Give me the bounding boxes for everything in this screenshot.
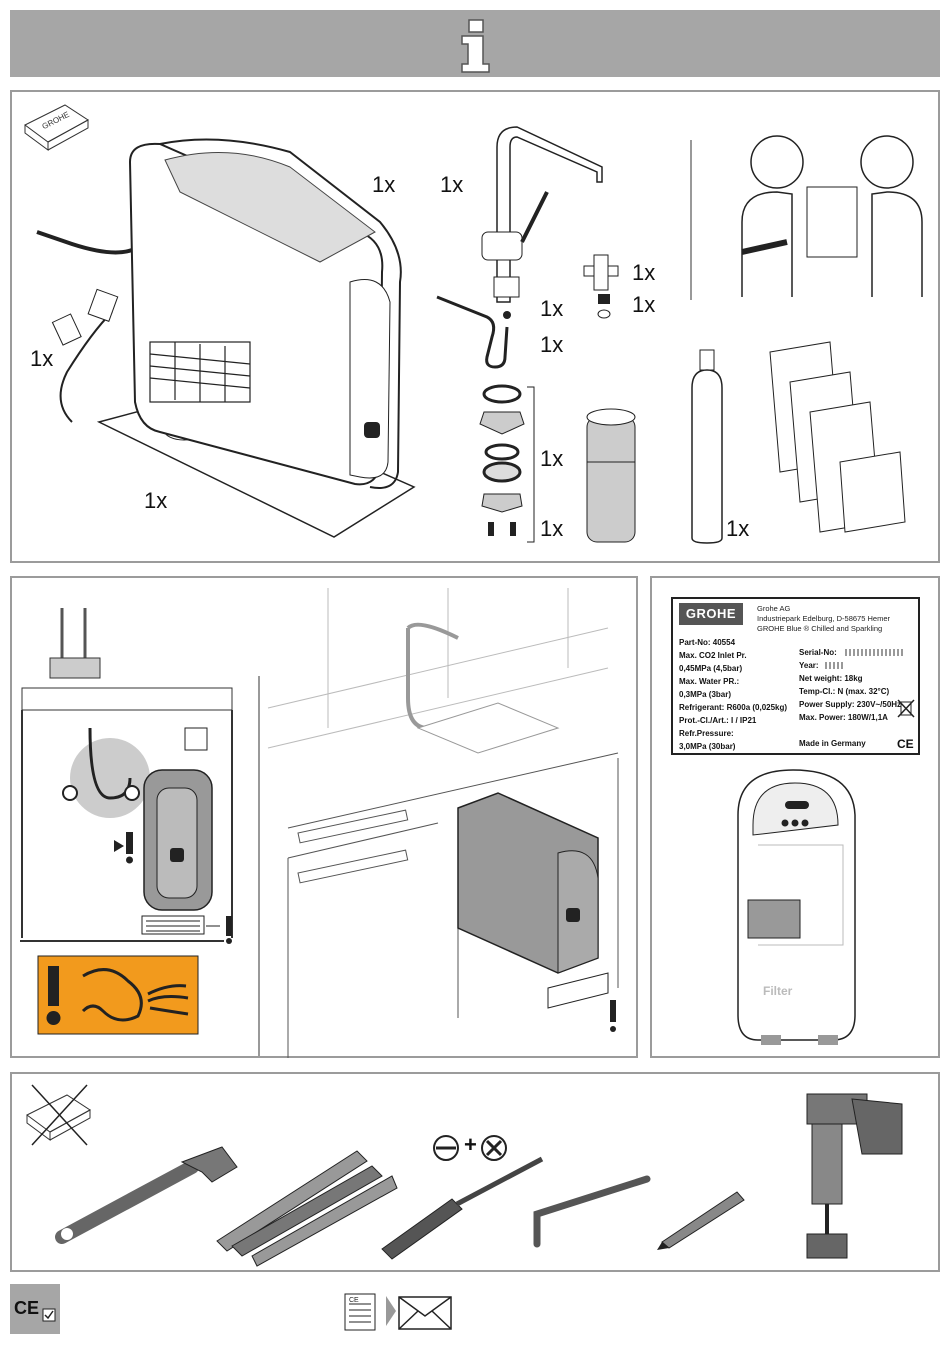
grohe-logo: GROHE — [679, 603, 743, 625]
info-i-icon — [461, 19, 490, 73]
pencil — [657, 1191, 745, 1250]
checkbox-icon — [42, 1308, 56, 1322]
plate-refrigerant: Refrigerant: R600a (0,025kg) — [679, 703, 788, 712]
plate-made-in: Made in Germany — [799, 739, 866, 748]
connection-pipe — [436, 295, 511, 369]
chiller-unit-small — [143, 769, 213, 911]
ce-conformity-box: CE — [10, 1284, 60, 1334]
plate-serial-no: Serial-No: — [799, 648, 837, 657]
instruction-manuals — [769, 341, 906, 533]
kitchen-cabinet-perspective — [267, 588, 619, 1058]
plus-sign: + — [464, 1132, 477, 1157]
plate-water-value: 0,3MPa (3bar) — [679, 690, 732, 699]
plate-address: Industriepark Edelburg, D-58675 Hemer — [757, 614, 890, 623]
qty-mat: 1x — [144, 488, 168, 513]
chiller-unit — [128, 138, 402, 489]
t-fitting — [583, 254, 619, 291]
qty-pipe: 1x — [540, 332, 564, 357]
plate-refr-pressure-label: Refr.Pressure: — [679, 729, 734, 738]
screwdriver-slot-icon — [433, 1135, 459, 1161]
header-bar — [10, 10, 940, 77]
qty-valve-parts: 1x — [632, 292, 656, 317]
qty-cable: 1x — [30, 346, 54, 371]
ventilation-grill — [141, 915, 232, 944]
plate-product: GROHE Blue ® Chilled and Sparkling — [757, 624, 883, 633]
panel-divider — [258, 676, 260, 1056]
plate-power-supply: Power Supply: 230V~/50Hz — [799, 700, 902, 709]
envelope-icon — [398, 1296, 452, 1330]
qty-unit: 1x — [372, 172, 396, 197]
co2-bottle — [691, 349, 723, 544]
screwdriver — [381, 1156, 544, 1260]
plate-net-weight: Net weight: 18kg — [799, 674, 863, 683]
plate-water-label: Max. Water PR.: — [679, 677, 740, 686]
plate-prot-class: Prot.-Cl./Art.: I / IP21 — [679, 716, 757, 725]
plate-refr-pressure-value: 3,0MPa (30bar) — [679, 742, 736, 751]
power-cable — [36, 230, 133, 423]
qty-pipe-nut: 1x — [540, 296, 564, 321]
allen-key — [533, 1175, 651, 1248]
warning-mark-small — [114, 832, 133, 864]
power-drill — [806, 1093, 903, 1259]
screwdriver-phillips-icon — [481, 1135, 507, 1161]
folding-ruler — [216, 1150, 398, 1267]
ce-conformity-label: CE — [14, 1298, 40, 1318]
plate-ce-mark: CE — [897, 737, 914, 751]
arrow-icon — [386, 1296, 396, 1326]
crossed-box-icon — [26, 1084, 91, 1146]
installation-panel — [10, 576, 638, 1058]
qty-t-fitting: 1x — [632, 260, 656, 285]
filter-label: Filter — [763, 984, 793, 998]
unit-front-view: Filter — [737, 769, 856, 1045]
contents-panel: GROHE 1x 1x 1x — [10, 90, 940, 563]
valve-parts — [597, 294, 611, 319]
plate-max-power: Max. Power: 180W/1,1A — [799, 713, 888, 722]
qty-faucet: 1x — [440, 172, 464, 197]
tools-panel: + — [10, 1072, 940, 1272]
section-divider — [690, 140, 692, 300]
faucet — [481, 126, 603, 303]
qty-filter: 1x — [540, 516, 564, 541]
plate-company: Grohe AG — [757, 604, 791, 613]
adjustable-wrench — [55, 1146, 238, 1244]
qty-co2-bottle: 1x — [726, 516, 750, 541]
serial-no-barcode — [845, 649, 905, 656]
rating-plate: GROHE Grohe AG Industriepark Edelburg, D… — [671, 597, 920, 755]
declaration-document-icon: CE — [344, 1293, 376, 1331]
cabinet-floor-line — [20, 940, 224, 942]
filter-cartridge — [586, 408, 636, 543]
weee-bin-icon — [897, 699, 915, 718]
plate-temp-class: Temp-Cl.: N (max. 32°C) — [799, 687, 890, 696]
grohe-box-icon: GROHE — [24, 104, 89, 151]
plate-year: Year: — [799, 661, 819, 670]
plate-co2-label: Max. CO2 Inlet Pr. — [679, 651, 747, 660]
qty-mounting-set: 1x — [540, 446, 564, 471]
mounting-set — [479, 384, 535, 543]
svg-text:CE: CE — [349, 1297, 359, 1304]
plate-part-no: Part-No: 40554 — [679, 638, 736, 647]
year-barcode — [825, 662, 843, 669]
two-person-install-icon — [741, 135, 923, 297]
plate-co2-value: 0,45MPa (4,5bar) — [679, 664, 743, 673]
heat-warning-sign — [37, 955, 199, 1035]
under-sink-diagram — [21, 608, 233, 938]
